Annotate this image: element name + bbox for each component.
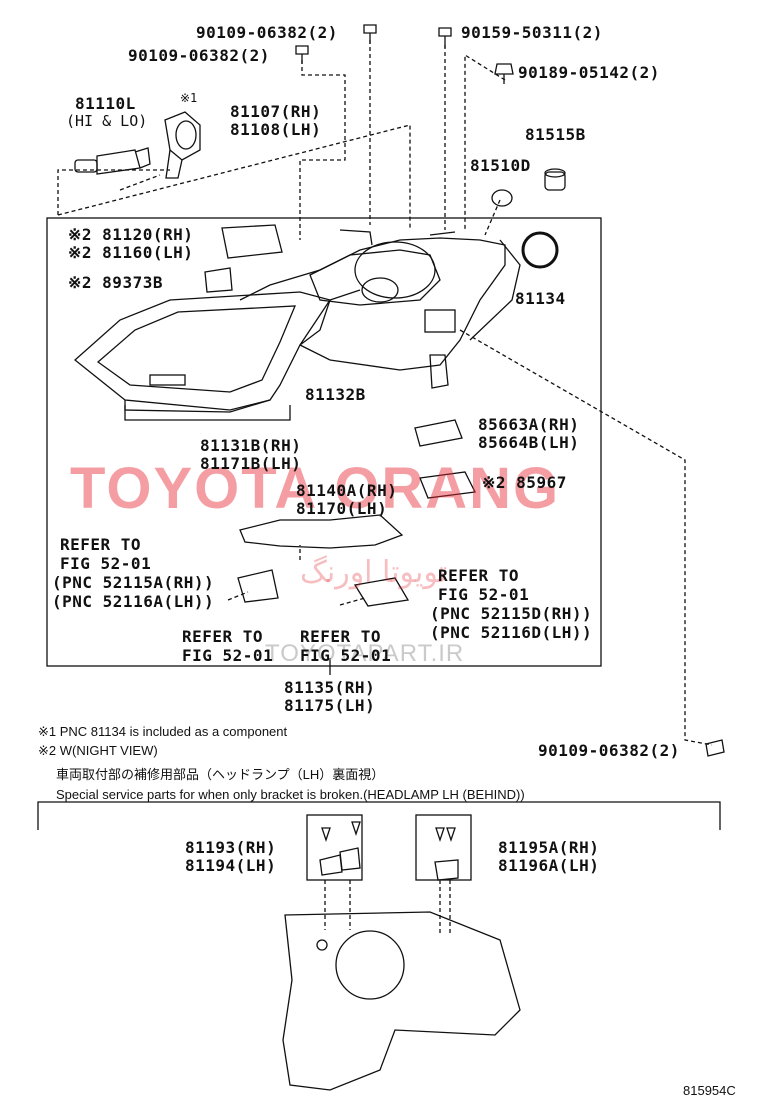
refer-bottom-2: REFER TO FIG 52-01 <box>300 627 391 665</box>
watermark-main: TOYOTA ORANG <box>70 456 561 521</box>
label-90159: 90159-50311(2) <box>461 23 603 42</box>
label-81510d: 81510D <box>470 156 531 175</box>
socket-81515b <box>544 168 566 191</box>
module-81120 <box>221 224 283 259</box>
watermark-fa: تویوتا اورنگ <box>300 555 448 590</box>
bracket-line <box>124 405 291 421</box>
label-81120: ※2 81120(RH) <box>68 225 194 244</box>
module-89373b <box>204 267 233 293</box>
socket-81107 <box>164 111 201 179</box>
label-81131b: 81131B(RH) <box>200 436 302 455</box>
screw-icon <box>295 24 725 757</box>
ring-81134 <box>521 231 559 269</box>
label-90109-c: 90109-06382(2) <box>538 741 680 760</box>
refer-left-line: (PNC 52116A(LH)) <box>52 592 215 611</box>
refer-left-line: REFER TO <box>60 535 142 554</box>
refer-left-line: FIG 52-01 <box>60 554 152 573</box>
label-81194: 81194(LH) <box>185 856 277 875</box>
label-81132b: 81132B <box>305 385 366 404</box>
bracket-box-81193 <box>306 814 363 881</box>
refer-right: REFER TO FIG 52-01 (PNC 52115D(RH)) (PNC… <box>430 566 592 642</box>
label-81110l: 81110L <box>75 94 136 113</box>
note-2: ※2 W(NIGHT VIEW) <box>38 743 158 758</box>
mount-hole <box>316 939 328 951</box>
label-81160: ※2 81160(LH) <box>68 243 194 262</box>
bracket-box-81195 <box>415 814 472 881</box>
bulb-81510d <box>491 189 513 207</box>
label-85664b: 85664B(LH) <box>478 433 580 452</box>
label-81170: 81170(LH) <box>296 499 388 518</box>
headlamp-back <box>282 911 521 1091</box>
label-81195a: 81195A(RH) <box>498 838 600 857</box>
bracket-52115d <box>353 577 410 607</box>
watermark-sub: TOYOTAPART.IR <box>265 640 465 667</box>
refer-left-line: (PNC 52115A(RH)) <box>52 573 215 592</box>
refer-right-line: REFER TO <box>438 566 520 585</box>
label-90109-b: 90109-06382(2) <box>128 46 270 65</box>
bracket-52115a <box>237 569 279 603</box>
refer-b1-line: FIG 52-01 <box>182 646 274 665</box>
small-screw-icon <box>319 821 459 881</box>
refer-b2-line: REFER TO <box>300 627 382 646</box>
label-81108: 81108(LH) <box>230 120 322 139</box>
label-81515b: 81515B <box>525 125 586 144</box>
refer-b2-line: FIG 52-01 <box>300 646 392 665</box>
label-89373b: ※2 89373B <box>68 273 163 292</box>
label-81175: 81175(LH) <box>284 696 376 715</box>
refer-right-line: FIG 52-01 <box>438 585 530 604</box>
note-mark-1: ※1 <box>180 91 198 105</box>
bracket-81140a <box>239 514 404 549</box>
label-81171b: 81171B(LH) <box>200 454 302 473</box>
module-85967 <box>419 471 476 499</box>
refer-b1-line: REFER TO <box>182 627 264 646</box>
leader-lines <box>57 40 713 935</box>
figure-id: 815954C <box>683 1083 736 1098</box>
refer-bottom-1: REFER TO FIG 52-01 <box>182 627 273 665</box>
lamp-opening <box>335 930 405 1000</box>
label-81135: 81135(RH) <box>284 678 376 697</box>
bulb-81110l <box>74 147 151 175</box>
label-81196a: 81196A(LH) <box>498 856 600 875</box>
label-85663a: 85663A(RH) <box>478 415 580 434</box>
label-90189: 90189-05142(2) <box>518 63 660 82</box>
note-jp: 車両取付部の補修用部品（ヘッドランプ（LH）裏面視） <box>56 767 385 782</box>
label-81193: 81193(RH) <box>185 838 277 857</box>
label-81140a: 81140A(RH) <box>296 481 398 500</box>
service-frame <box>37 801 721 830</box>
refer-left: REFER TO FIG 52-01 (PNC 52115A(RH)) (PNC… <box>52 535 214 611</box>
note-en: Special service parts for when only brac… <box>56 787 525 802</box>
label-85967: ※2 85967 <box>482 473 567 492</box>
module-85663a <box>414 419 463 447</box>
assembly-frame <box>46 217 602 667</box>
refer-right-line: (PNC 52116D(LH)) <box>430 623 593 642</box>
refer-right-line: (PNC 52115D(RH)) <box>430 604 593 623</box>
note-1: ※1 PNC 81134 is included as a component <box>38 724 288 739</box>
label-81134: 81134 <box>515 289 566 308</box>
label-90109-a: 90109-06382(2) <box>196 23 338 42</box>
label-81107: 81107(RH) <box>230 102 322 121</box>
label-81110l-sub: (HI & LO) <box>66 112 148 130</box>
